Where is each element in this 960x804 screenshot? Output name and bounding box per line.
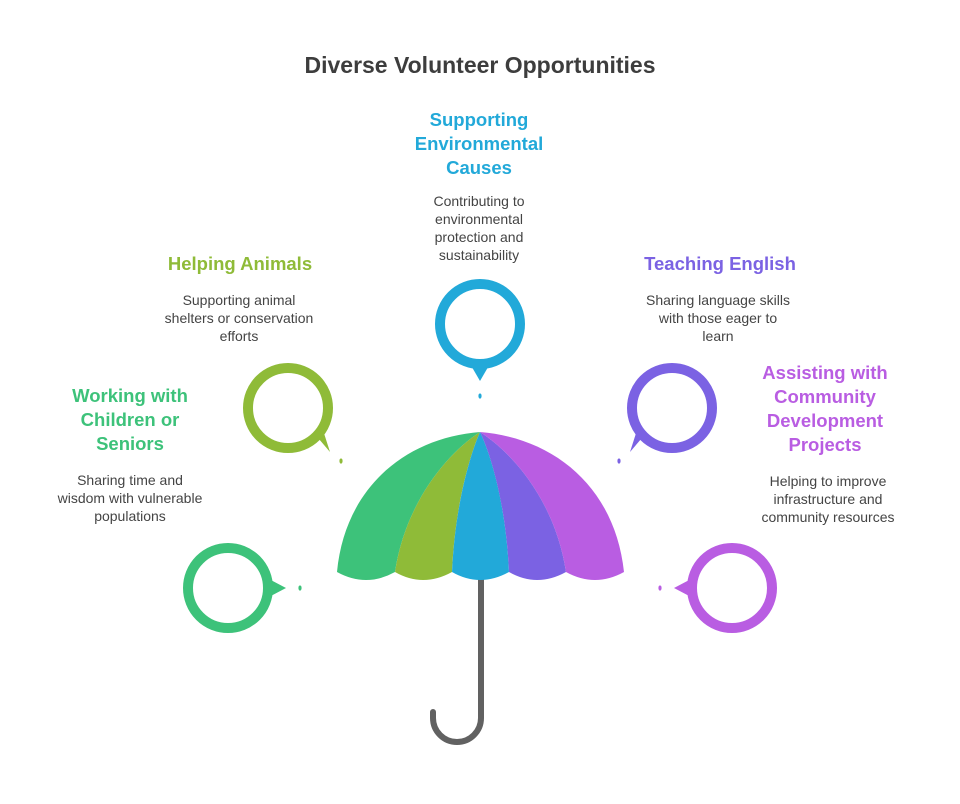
description-community: Helping to improve infrastructure and co… bbox=[761, 473, 895, 525]
heading-children: Working with Children or Seniors bbox=[72, 385, 188, 454]
canopy-panel-community bbox=[480, 432, 624, 580]
description-children: Sharing time and wisdom with vulnerable … bbox=[57, 472, 203, 524]
umbrella-canopy bbox=[337, 432, 624, 580]
canopy-panel-animals bbox=[395, 432, 480, 580]
heading-environment: Supporting Environmental Causes bbox=[414, 109, 544, 178]
description-animals: Supporting animal shelters or conservati… bbox=[164, 292, 314, 344]
heading-animals: Helping Animals bbox=[167, 253, 313, 274]
umbrella-handle bbox=[430, 565, 484, 745]
speech-bubble-rings bbox=[183, 279, 777, 633]
canopy-panel-environment bbox=[452, 432, 509, 580]
raindrops bbox=[298, 393, 662, 591]
ring-animals bbox=[243, 363, 333, 453]
ring-circle-community bbox=[687, 543, 777, 633]
ring-circle-english bbox=[627, 363, 717, 453]
description-english: Sharing language skills with those eager… bbox=[646, 292, 790, 344]
raindrop-english bbox=[617, 458, 621, 464]
raindrop-animals bbox=[339, 458, 343, 464]
ring-community bbox=[674, 543, 777, 633]
ring-english bbox=[627, 363, 717, 453]
ring-circle-children bbox=[183, 543, 273, 633]
raindrop-environment bbox=[478, 393, 482, 399]
heading-community: Assisting with Community Development Pro… bbox=[762, 362, 888, 455]
ring-circle-animals bbox=[243, 363, 333, 453]
canopy-panel-english bbox=[480, 432, 566, 580]
diagram-title: Diverse Volunteer Opportunities bbox=[304, 52, 656, 78]
raindrop-children bbox=[298, 585, 302, 591]
ring-environment bbox=[435, 279, 525, 381]
heading-english: Teaching English bbox=[644, 253, 796, 274]
ring-children bbox=[183, 543, 286, 633]
ring-circle-environment bbox=[435, 279, 525, 369]
canopy-panel-children bbox=[337, 432, 480, 580]
description-environment: Contributing to environmental protection… bbox=[433, 193, 525, 263]
raindrop-community bbox=[658, 585, 662, 591]
